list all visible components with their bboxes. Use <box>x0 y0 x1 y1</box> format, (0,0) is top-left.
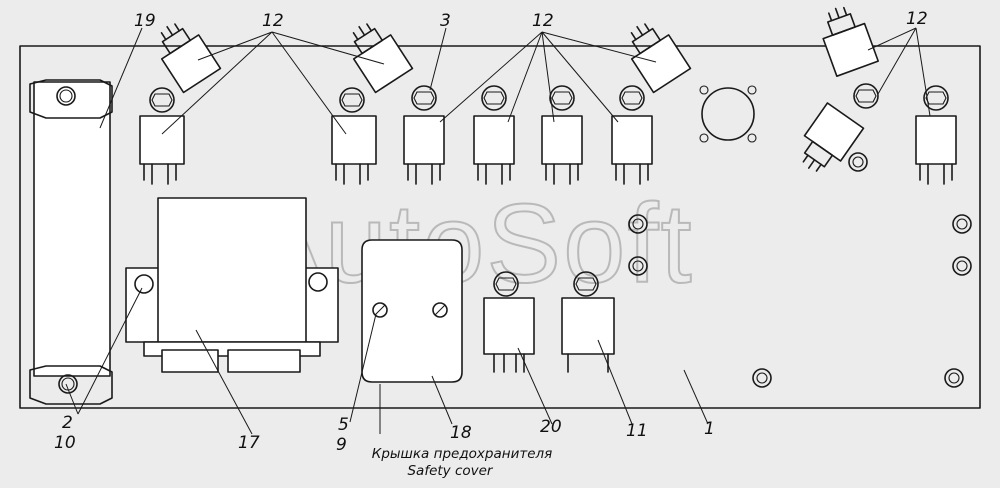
relay-12-d <box>541 85 583 185</box>
leader-lines <box>65 27 931 435</box>
callout-17: 17 <box>238 433 260 453</box>
callout-19: 19 <box>134 11 156 31</box>
callout-1: 1 <box>704 419 715 439</box>
relay-12-a-tilted <box>160 23 222 94</box>
component-17-control-block <box>125 197 339 373</box>
relay-12-a <box>139 87 185 185</box>
relay-12-e <box>611 85 653 185</box>
relay-3 <box>403 85 445 185</box>
relay-12-c <box>473 85 515 185</box>
callout-12-left: 12 <box>262 11 284 31</box>
callout-2: 2 <box>62 413 73 433</box>
relay-11 <box>561 271 615 373</box>
relay-12-f-tilted <box>822 6 879 77</box>
mounting-plate <box>19 45 981 409</box>
plate-nuts <box>628 152 972 388</box>
callout-5: 5 <box>338 415 349 435</box>
callout-10: 10 <box>54 433 76 453</box>
callout-11: 11 <box>626 421 648 441</box>
callout-12-middle: 12 <box>532 11 554 31</box>
callout-12-right: 12 <box>906 9 928 29</box>
callout-18: 18 <box>450 423 472 443</box>
callout-9: 9 <box>336 435 347 455</box>
relay-12-h <box>915 85 957 185</box>
relay-12-e-tilted <box>630 23 692 94</box>
callout-3: 3 <box>440 11 451 31</box>
component-18-safety-cover <box>361 239 463 383</box>
caption-ru: Крышка предохранителя <box>372 446 553 462</box>
round-connector <box>699 85 757 143</box>
callout-20: 20 <box>540 417 562 437</box>
component-19-bracket <box>29 79 113 405</box>
relay-12-b-tilted <box>352 23 414 94</box>
relay-12-g <box>853 83 879 109</box>
relay-12-b <box>331 87 377 185</box>
relay-20 <box>483 271 535 373</box>
caption-en: Safety cover <box>407 463 493 479</box>
relay-12-g-tilted <box>802 102 865 172</box>
